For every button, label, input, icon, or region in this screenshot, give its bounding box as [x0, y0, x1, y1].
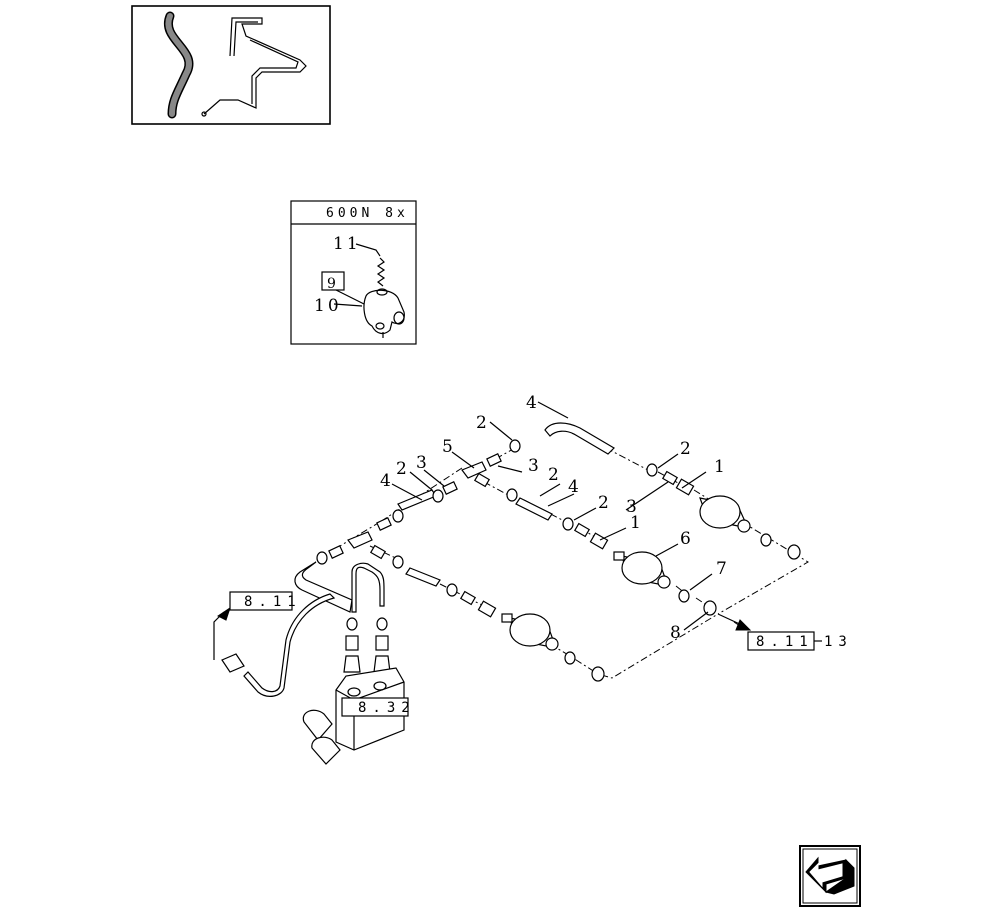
pipe-left [397, 489, 437, 511]
reference-8-11-left[interactable]: 8.11 [229, 591, 302, 611]
callout-1-a: 1 [714, 457, 728, 477]
variant-frame [290, 200, 417, 345]
callout-8: 8 [670, 623, 684, 643]
filter-middle [613, 551, 671, 589]
callout-4-mid: 4 [568, 477, 582, 497]
reference-8-11-right[interactable]: 8.11 13 [747, 631, 853, 651]
inset-callout-9-box [321, 271, 345, 291]
reference-8-11-left-label: 8.11 [244, 594, 302, 610]
pipe-thumbnail-icon [203, 17, 307, 115]
pipe-lower [405, 567, 441, 587]
filter-upper [699, 495, 751, 533]
callout-4-top: 4 [526, 393, 540, 413]
reference-8-11-right-suffix: 13 [824, 634, 853, 650]
callout-2-c: 2 [396, 459, 410, 479]
inset-callout-10: 10 [314, 296, 342, 316]
reference-8-32-label: 8.32 [358, 700, 416, 716]
fittings [316, 439, 801, 682]
tee-connector-upper [461, 461, 487, 479]
valve-spool-lower [311, 736, 341, 765]
callout-1-b: 1 [630, 513, 644, 533]
inset-callout-11: 11 [333, 234, 361, 254]
callout-labels: 4 2 5 3 2 1 3 2 4 2 4 3 2 1 6 7 8 [380, 393, 730, 643]
callout-3-b: 3 [416, 453, 430, 473]
variant-inset: 600N 8x 11 9 10 [290, 200, 417, 345]
spring-icon [376, 257, 386, 287]
reference-8-11-right-label: 8.11 [756, 634, 814, 650]
thumbnail-frame [131, 5, 331, 125]
callout-2-right: 2 [680, 439, 694, 459]
valve-spool-upper [302, 709, 333, 741]
variant-header: 600N 8x [326, 206, 409, 221]
callout-5: 5 [442, 437, 456, 457]
filter-lower [501, 613, 559, 651]
pipe-mid [515, 497, 553, 521]
tee-connector-lower [347, 531, 373, 549]
tee-valve-icon [363, 289, 405, 335]
callout-3-a: 3 [528, 456, 542, 476]
return-button[interactable] [799, 845, 861, 907]
callout-2-a: 2 [476, 413, 490, 433]
callout-6: 6 [680, 529, 694, 549]
hydraulic-line-return [243, 593, 336, 697]
callout-2-b: 2 [548, 465, 562, 485]
hydraulic-line-right [351, 562, 385, 613]
pipe-top [544, 422, 615, 455]
callout-4-left: 4 [380, 471, 394, 491]
leader-lines [391, 401, 713, 631]
main-assembly: 4 2 5 3 2 1 3 2 4 2 4 3 2 1 6 7 8 8.11 8… [213, 393, 853, 765]
hydraulic-line-left [294, 561, 353, 613]
reference-8-32[interactable]: 8.32 [341, 697, 416, 717]
callout-3-c: 3 [626, 497, 640, 517]
return-arrow-icon [805, 856, 855, 895]
inset-callout-9: 9 [327, 276, 336, 292]
callout-7: 7 [716, 559, 730, 579]
callout-2-d: 2 [598, 493, 612, 513]
thumbnail-panel [131, 5, 331, 125]
